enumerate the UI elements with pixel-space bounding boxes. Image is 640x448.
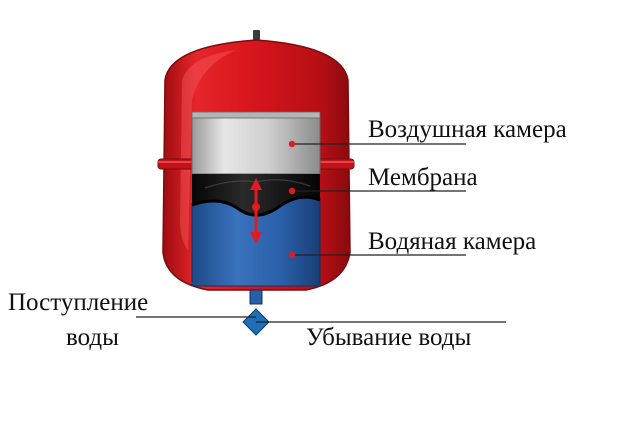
outlet-pipe [249, 289, 263, 305]
label-air-chamber: Воздушная камера [368, 116, 567, 143]
label-outflow: Убывание воды [306, 324, 471, 351]
pressure-arrows [250, 178, 262, 244]
air-chamber [191, 115, 321, 175]
tank-highlight [180, 50, 236, 250]
marker-air [288, 140, 296, 148]
label-inflow-line2: воды [66, 324, 119, 351]
label-water-chamber: Водяная камера [368, 228, 536, 255]
marker-water [288, 251, 296, 259]
marker-membrane [288, 187, 296, 195]
label-membrane: Мембрана [368, 164, 478, 191]
label-inflow-line1: Поступление [8, 289, 148, 316]
